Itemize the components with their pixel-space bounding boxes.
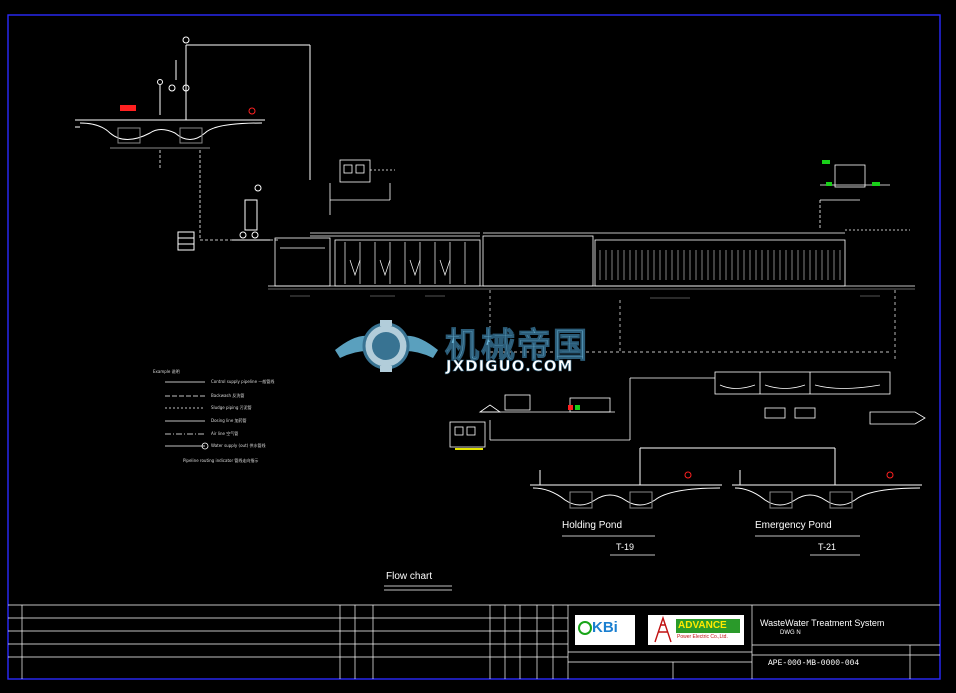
drawing-frame: [7, 14, 941, 680]
title-block-grid: [8, 604, 940, 679]
kbi-logo-box: [575, 615, 635, 645]
legend-item: Air line 空气管: [211, 431, 239, 436]
legend-title: Example 说明: [153, 369, 180, 374]
dwg-label: DWG N: [780, 630, 801, 636]
advance-logo-top: ADVANCE: [678, 620, 727, 631]
watermark-text-en: JXDIGUO.COM: [446, 357, 574, 376]
treatment-train: [268, 232, 915, 290]
legend-item: Sludge piping 污泥管: [211, 405, 252, 410]
legend-lines: [165, 381, 209, 450]
holding-pond-code: T-19: [616, 542, 635, 552]
legend-item: Water supply (out) 供水管线: [211, 443, 266, 448]
system-title: WasteWater Treatment System: [760, 618, 885, 628]
drawing-number: APE-000-MB-0000-004: [768, 659, 860, 668]
legend-footnote: Pipeline routing indicator 管线走向指示: [183, 458, 259, 463]
advance-logo-bottom: Power Electric Co.,Ltd.: [677, 634, 728, 640]
legend-item: Dosing line 加药管: [211, 418, 247, 423]
kbi-logo: KBi: [592, 619, 618, 636]
legend-item: Control supply pipeline 一般管线: [211, 379, 275, 384]
pump-marker-red: [120, 105, 136, 111]
legend-item: Backwash 反洗管: [211, 393, 245, 398]
watermark-emblem: [335, 320, 438, 372]
emergency-pond-shape: [732, 448, 922, 509]
emergency-pond-label: Emergency Pond: [755, 520, 832, 531]
holding-pond-label: Holding Pond: [562, 520, 623, 531]
intake-pond: [75, 119, 265, 149]
drawing-caption: Flow chart: [386, 571, 433, 582]
watermark-text-cn: 机械帝国: [445, 326, 589, 367]
emergency-pond-code: T-21: [818, 542, 837, 552]
holding-pond-shape: [530, 447, 835, 509]
